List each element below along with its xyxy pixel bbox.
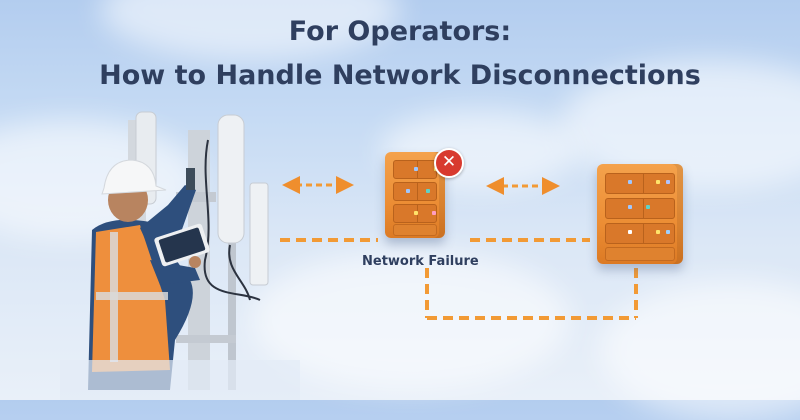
- title-line-1: For Operators:: [288, 16, 512, 47]
- server-slot: [605, 198, 675, 219]
- error-x-icon: ✕: [434, 148, 464, 178]
- server-slot: [393, 182, 437, 201]
- connection-diagram: [60, 111, 638, 400]
- cloud: [600, 280, 800, 420]
- server-slot: [605, 223, 675, 244]
- server-slot: [393, 204, 437, 223]
- healthy-server-node[interactable]: [597, 164, 683, 264]
- technician-illustration: [88, 159, 210, 390]
- network-failure-label: Network Failure: [362, 254, 479, 269]
- title-line-2: How to Handle Network Disconnections: [99, 60, 701, 91]
- double-arrow-icon: [282, 176, 560, 195]
- server-slot: [605, 173, 675, 194]
- server-slot: [393, 160, 438, 179]
- server-vent: [605, 247, 675, 261]
- server-vent: [393, 224, 437, 236]
